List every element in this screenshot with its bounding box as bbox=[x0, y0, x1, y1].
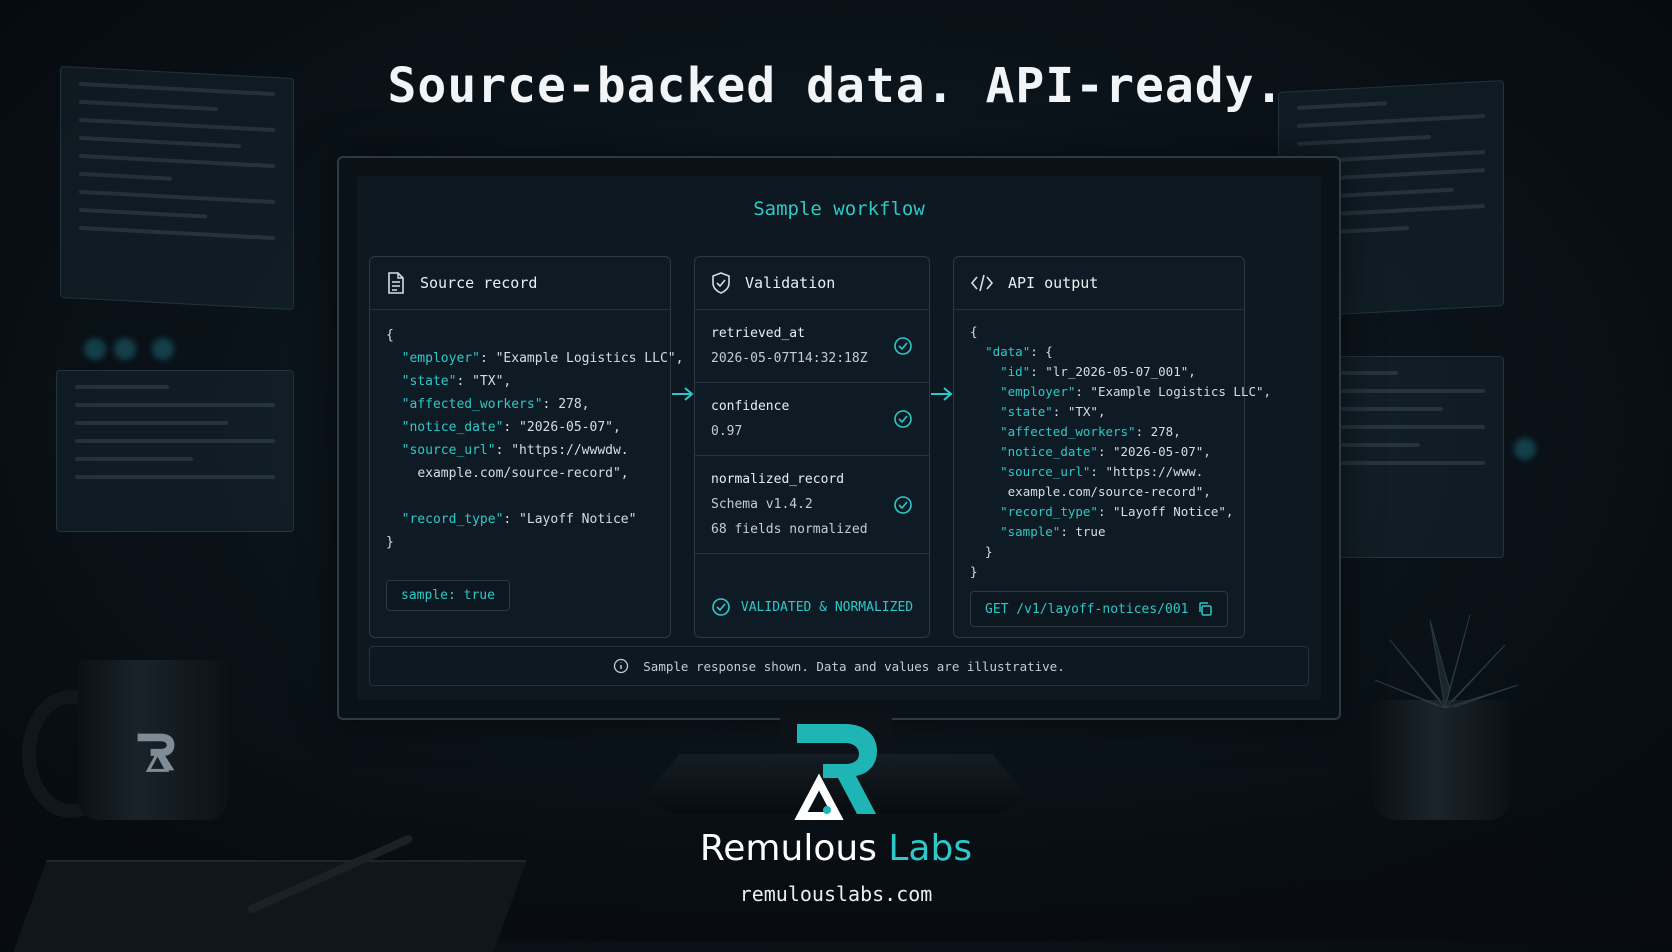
check-circle-icon bbox=[894, 495, 912, 514]
sample-tag: sample: true bbox=[386, 580, 510, 611]
remulous-labs-logo-icon bbox=[794, 724, 877, 820]
document-icon bbox=[388, 272, 404, 294]
brand-name-accent: Labs bbox=[888, 828, 973, 869]
arrow-right-icon bbox=[931, 387, 953, 401]
background-bokeh bbox=[84, 338, 106, 360]
json-key: "source_url" bbox=[401, 443, 496, 458]
json-key: "affected_workers" bbox=[401, 397, 543, 412]
validation-value: Schema v1.4.2 bbox=[711, 497, 813, 512]
json-key: "source_url" bbox=[1000, 464, 1091, 479]
json-key: "notice_date" bbox=[401, 420, 504, 435]
json-value: : "TX", bbox=[456, 374, 512, 389]
coffee-mug bbox=[78, 660, 228, 820]
validation-status: VALIDATED & NORMALIZED bbox=[695, 597, 929, 617]
json-value: example.com/source-record", bbox=[1007, 484, 1211, 499]
brand-name: Remulous Labs bbox=[0, 828, 1672, 869]
validation-row-normalized-record: normalized_record Schema v1.4.2 68 field… bbox=[695, 456, 929, 554]
source-record-header: Source record bbox=[370, 257, 670, 310]
json-value: : "TX", bbox=[1052, 404, 1106, 419]
json-value: : "Example Logistics LLC", bbox=[479, 351, 684, 366]
background-bokeh bbox=[1514, 438, 1536, 460]
json-value: : "Layoff Notice", bbox=[1097, 504, 1234, 519]
brand-name-main: Remulous bbox=[699, 828, 877, 869]
plant-pot bbox=[1372, 700, 1512, 820]
code-brackets-icon bbox=[970, 274, 994, 292]
mug-logo-icon bbox=[137, 733, 175, 772]
validation-value: 2026-05-07T14:32:18Z bbox=[711, 351, 868, 366]
validation-header: Validation bbox=[695, 257, 929, 310]
json-key: "affected_workers" bbox=[1000, 424, 1136, 439]
source-record-title: Source record bbox=[420, 274, 538, 292]
notebook bbox=[13, 860, 527, 952]
disclaimer-note: Sample response shown. Data and values a… bbox=[369, 646, 1309, 686]
json-value: example.com/source-record", bbox=[417, 466, 629, 481]
background-panel-left-bottom bbox=[56, 370, 294, 532]
validation-status-text: VALIDATED & NORMALIZED bbox=[740, 599, 914, 615]
validation-row-retrieved-at: retrieved_at 2026-05-07T14:32:18Z bbox=[695, 310, 929, 383]
api-endpoint[interactable]: GET /v1/layoff-notices/001 bbox=[970, 591, 1228, 627]
json-key: "state" bbox=[401, 374, 457, 389]
json-value: : 278, bbox=[542, 397, 590, 412]
json-key: "id" bbox=[1000, 364, 1031, 379]
monitor-screen: Sample workflow Source record { "employe… bbox=[357, 176, 1321, 700]
json-value: : "Layoff Notice" bbox=[503, 512, 637, 527]
json-key: "employer" bbox=[1000, 384, 1076, 399]
api-output-json: { "data": { "id": "lr_2026-05-07_001", "… bbox=[970, 324, 1272, 579]
api-output-header: API output bbox=[954, 257, 1244, 310]
validation-label: retrieved_at bbox=[711, 326, 805, 341]
validation-label: confidence bbox=[711, 399, 790, 414]
shield-check-icon bbox=[712, 272, 730, 294]
json-value: : "2026-05-07", bbox=[503, 420, 621, 435]
api-output-title: API output bbox=[1008, 274, 1099, 292]
source-record-json: { "employer": "Example Logistics LLC", "… bbox=[386, 328, 684, 550]
json-key: "state" bbox=[1000, 404, 1053, 419]
source-record-card: Source record { "employer": "Example Log… bbox=[369, 256, 684, 638]
json-key: "record_type" bbox=[1000, 504, 1098, 519]
json-value: : "https://wwwdw. bbox=[495, 443, 629, 458]
json-value: : true bbox=[1060, 524, 1106, 539]
disclaimer-text: Sample response shown. Data and values a… bbox=[643, 658, 1065, 674]
arrow-right-icon bbox=[672, 387, 694, 401]
background-bokeh bbox=[114, 338, 136, 360]
validation-label: normalized_record bbox=[711, 472, 845, 487]
validation-card: Validation retrieved_at 2026-05-07T14:32… bbox=[694, 256, 930, 638]
info-icon bbox=[614, 658, 629, 674]
validation-value-secondary: 68 fields normalized bbox=[711, 522, 868, 537]
validation-title: Validation bbox=[745, 274, 836, 292]
brand-website: remulouslabs.com bbox=[739, 882, 933, 906]
validation-value: 0.97 bbox=[711, 424, 743, 439]
json-key: "data" bbox=[985, 344, 1031, 359]
json-key: "notice_date" bbox=[1000, 444, 1098, 459]
plant-leaves bbox=[1374, 614, 1519, 709]
validation-row-confidence: confidence 0.97 bbox=[695, 383, 929, 456]
json-value: : "2026-05-07", bbox=[1097, 444, 1211, 459]
check-circle-icon bbox=[712, 598, 730, 616]
json-key: "employer" bbox=[401, 351, 480, 366]
json-key: "record_type" bbox=[401, 512, 504, 527]
copy-icon[interactable] bbox=[1197, 601, 1213, 617]
workflow-title: Sample workflow bbox=[753, 198, 925, 220]
json-value: : "https://www. bbox=[1090, 464, 1204, 479]
check-circle-icon bbox=[894, 337, 912, 355]
check-circle-icon bbox=[894, 410, 912, 428]
api-endpoint-text: GET /v1/layoff-notices/001 bbox=[985, 601, 1189, 617]
page-headline: Source-backed data. API-ready. bbox=[387, 58, 1285, 114]
api-output-card: API output { "data": { "id": "lr_2026-05… bbox=[953, 256, 1272, 638]
json-value: : 278, bbox=[1135, 424, 1181, 439]
background-bokeh bbox=[152, 338, 174, 360]
json-key: "sample" bbox=[1000, 524, 1061, 539]
monitor: Sample workflow Source record { "employe… bbox=[337, 156, 1341, 720]
json-value: : "Example Logistics LLC", bbox=[1075, 384, 1272, 399]
json-value: : "lr_2026-05-07_001", bbox=[1030, 364, 1196, 379]
